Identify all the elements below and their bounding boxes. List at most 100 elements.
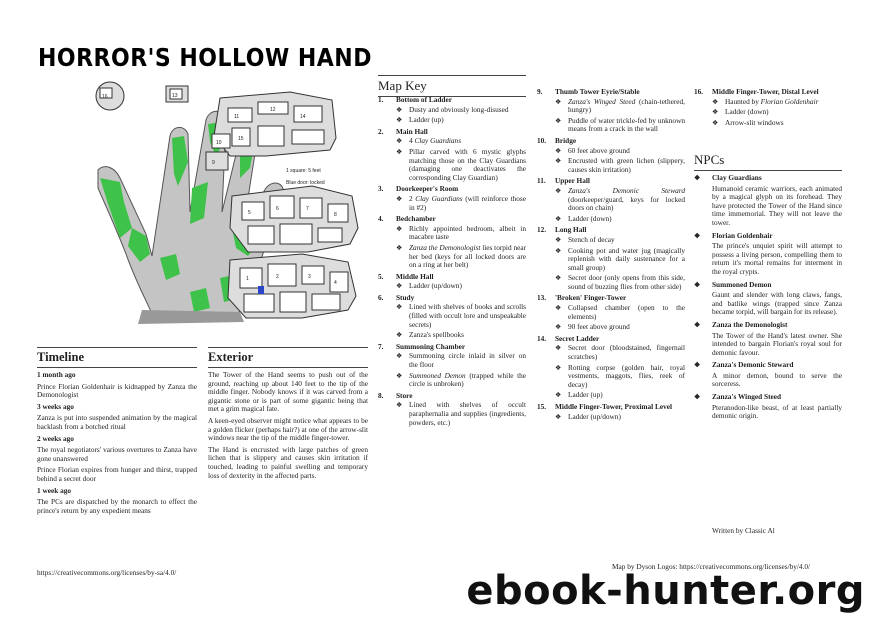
text-run: Rotting corpse (golden hair, royal vestm… [568, 362, 685, 389]
npc-name: Zanza's Winged Steed [712, 392, 782, 402]
map-key-bullet: ❖Zanza the Demonologist lies torpid near… [396, 243, 526, 270]
map-key-bullet: ❖Cooking pot and water jug (magically re… [555, 246, 685, 273]
map-key-heading: 14. Secret Ladder [537, 333, 685, 344]
map-key-bullet: ❖Summoned Demon (trapped while the circl… [396, 370, 526, 389]
map-key-heading: 13.'Broken' Finger-Tower [537, 294, 685, 303]
svg-text:12: 12 [270, 107, 276, 113]
diamond-bullet-icon: ❖ [555, 304, 562, 313]
npc-name: Zanza the Demonologist [712, 319, 788, 329]
map-key-entry: 4.Bedchamber❖Richly appointed bedroom, a… [378, 215, 526, 270]
svg-text:13: 13 [172, 93, 178, 99]
page-title: HORROR'S HOLLOW HAND [38, 44, 372, 73]
map-key-bullets: ❖Lined with shelves of occult parapherna… [378, 401, 526, 427]
npc-description: Pteranodon-like beast, of at least parti… [712, 402, 842, 421]
map-key-heading: 1.Bottom of Ladder [378, 95, 526, 105]
map-key-bullet: ❖Stench of decay [555, 235, 685, 245]
diamond-bullet-icon: ❖ [694, 320, 701, 329]
map-key-entry: 16.Middle Finger-Tower, Distal Level❖ Hau… [694, 87, 842, 128]
text-run: Collapsed chamber (open to the elements) [568, 303, 685, 321]
map-key-heading: 2.Main Hall [378, 127, 526, 137]
map-key-text: Ladder (up) [568, 391, 685, 400]
map-key-text: Cooking pot and water jug (magically rep… [568, 246, 685, 273]
diamond-bullet-icon: ❖ [712, 97, 719, 106]
map-key-bullet: ❖Arrow-slit windows [712, 118, 842, 128]
map-key-number: 6. [378, 292, 384, 302]
text-run: (chain-tethered, hungry) [568, 96, 685, 115]
watermark: ebook-hunter.org [466, 568, 865, 614]
exterior-section: Exterior The Tower of the Hand seems to … [208, 347, 368, 483]
npc-description: A minor demon, bound to serve the sorcer… [712, 370, 842, 389]
map-key-name: Thumb Tower Eyrie/Stable [555, 87, 640, 96]
diamond-bullet-icon: ❖ [555, 412, 562, 421]
map-key-bullet: ❖Lined with shelves of occult parapherna… [396, 401, 526, 427]
text-run: Ladder (up) [568, 390, 603, 400]
npc-description: Humanoid ceramic warriors, each animated… [712, 183, 842, 227]
svg-text:15: 15 [238, 136, 244, 142]
timeline-when: 3 weeks ago [37, 401, 74, 411]
map-key-bullet: ❖Lined with shelves of books and scrolls… [396, 303, 526, 329]
npc-name: Clay Guardians [712, 173, 762, 182]
npcs-heading: NPCs [694, 152, 842, 171]
map-key-entry: 15.Middle Finger-Tower, Proximal Level❖L… [537, 402, 685, 422]
map-key-bullets: ❖Richly appointed bedroom, albeit in mac… [378, 224, 526, 270]
author-credit: Written by Classic Al [712, 526, 775, 535]
map-key-name: Secret Ladder [555, 333, 600, 343]
map-key-bullets: ❖ Collapsed chamber (open to the elements… [537, 303, 685, 332]
map-key-number: 1. [378, 95, 384, 104]
map-key-heading: 10.Bridge [537, 135, 685, 146]
svg-text:3: 3 [308, 274, 311, 280]
text-run: Ladder (down) [568, 213, 612, 223]
diamond-bullet-icon: ❖ [396, 352, 403, 361]
npc-description: The prince's unquiet spirit will attempt… [712, 241, 842, 276]
npc-name-row: ❖Florian Goldenhair [694, 230, 842, 241]
text-run: Lined with shelves of books and scrolls … [409, 302, 526, 329]
timeline-event: Prince Florian expires from hunger and t… [37, 465, 197, 483]
svg-text:1: 1 [246, 276, 249, 282]
map-key-heading: 8.Store [378, 391, 526, 401]
text-run: Lined with shelves of occult paraphernal… [409, 400, 526, 427]
svg-text:7: 7 [306, 206, 309, 212]
svg-text:9: 9 [212, 160, 215, 166]
map-level-thumb [95, 81, 189, 111]
map-key-number: 12. [537, 225, 547, 235]
diamond-bullet-icon: ❖ [396, 194, 403, 203]
map-key-entry: 8.Store❖Lined with shelves of occult par… [378, 391, 526, 427]
map-key-heading: 4.Bedchamber [378, 215, 526, 224]
map-key-heading: 5.Middle Hall [378, 272, 526, 282]
map-key-bullet: ❖Secret door (only opens from this side,… [555, 274, 685, 291]
map-key-entry: 5.Middle Hall❖Ladder (up/down) [378, 272, 526, 291]
map-key-number: 7. [378, 341, 384, 351]
map-key-text: Ladder (up) [409, 115, 526, 125]
map-key-name: Long Hall [555, 225, 587, 235]
npc-reference: Summoned Demon [409, 370, 466, 380]
npc-reference: Zanza's Winged Steed [568, 96, 636, 106]
tower-hand-map: 16 13 10 9 11 12 14 15 5 6 7 8 1 2 3 4 1… [95, 81, 359, 324]
diamond-bullet-icon: ❖ [555, 391, 562, 400]
map-key-number: 14. [537, 333, 547, 343]
map-key-bullet: ❖90 feet above ground [555, 322, 685, 332]
map-key-name: Study [396, 292, 415, 302]
text-run: Haunted by [725, 96, 761, 106]
npc-reference: Clay Guardians [415, 193, 463, 203]
map-key-text: Zanza's Winged Steed (chain-tethered, hu… [568, 96, 685, 115]
map-key-bullet: ❖60 feet above ground [555, 146, 685, 156]
map-key-entry: 14.Secret Ladder❖Secret door (bloodstain… [537, 333, 685, 400]
map-key-text: Ladder (down) [568, 213, 685, 224]
map-key-text: Stench of decay [568, 235, 685, 245]
map-key-bullet: ❖Ladder (up/down) [555, 412, 685, 422]
license-link[interactable]: https://creativecommons.org/licenses/by-… [37, 568, 177, 577]
map-key-text: Pillar carved with 6 mystic glyphs match… [409, 147, 526, 182]
map-key-number: 16. [694, 87, 704, 96]
timeline-event: Prince Florian Goldenhair is kidnapped b… [37, 381, 197, 400]
map-credit: Map by Dyson Logos: https://creativecomm… [612, 562, 811, 571]
map-key-name: Bridge [555, 135, 577, 145]
timeline-event: The royal negotiators' various overtures… [37, 445, 197, 463]
map-key-bullet: ❖Zanza's Winged Steed (chain-tethered, h… [555, 96, 685, 115]
map-key-bullet: ❖Ladder (up/down) [396, 281, 526, 291]
npc-name: Florian Goldenhair [712, 230, 773, 240]
text-run: Puddle of water trickle-fed by unknown m… [568, 115, 685, 134]
map-key-bullet: ❖Ladder (up) [396, 115, 526, 125]
map-key-heading: 16.Middle Finger-Tower, Distal Level [694, 87, 842, 97]
diamond-bullet-icon: ❖ [555, 274, 562, 283]
